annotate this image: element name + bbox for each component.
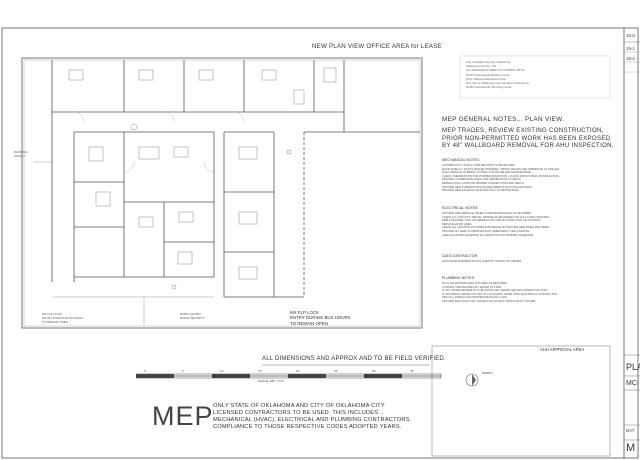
section-line: SERVICE ENTRY AREA. (442, 222, 473, 226)
scale-tick: 5' (182, 369, 185, 373)
data-contractor-notes: DATA CONTRACTOR: DATA/TELECOMMUNICATIONS… (442, 254, 618, 264)
exit-label-line: MX FLP LOCK (290, 310, 319, 315)
electrical-notes: ELECTRICAL NOTES: PROVIDE NEW SERVICE, P… (442, 206, 618, 237)
exit-label: MX FLP LOCK ENTRY DURING BUS HOURS TO RE… (290, 310, 351, 326)
section-title: ELECTRICAL NOTES: (442, 206, 479, 210)
plan-bottom-left-line: MX FLP LOCK (42, 312, 62, 316)
legend-line: ALL DRAWINGS NEED TO COMPLY WITH: (466, 68, 526, 73)
section-line: IF PROVIDING WATER CUT-OFF AT LOCATIONS,… (442, 292, 558, 296)
scale-tick: 30' (372, 369, 376, 373)
plan-left-label: PARKING ZONE 2 (14, 150, 27, 158)
license-notes: ONLY STATE OF OKLAHOMA AND CITY OF OKLAH… (213, 403, 433, 431)
title-block-item: MCI (626, 380, 639, 387)
license-line: ONLY STATE OF OKLAHOMA AND CITY OF OKLAH… (213, 403, 385, 409)
legend-line: 2018 International Plumbing Code (466, 85, 512, 90)
section-line: CHECK THERMOSTATS FOR PROPER OPERATION, … (442, 174, 560, 178)
title-block-item: 10-0 (626, 33, 635, 38)
notes-body-line: BY 48" WALLBOARD REMOVAL FOR AHU INSPECT… (442, 142, 614, 150)
plumbing-notes: PLUMBING NOTES: PLUG OR PROVIDE NEW FIXT… (442, 276, 618, 304)
title-block-item: M (626, 442, 636, 454)
plan-left-label-line: ZONE 2 (14, 154, 25, 158)
title-block-item: 15-2 (626, 56, 635, 61)
section-line: REVIEW HVAC LOAD FOR PROPER CONNECTIONS … (442, 181, 525, 185)
title-block-item: PLA (626, 362, 640, 372)
section-line: PLUG OR PROVIDE NEW FIXTURES AS REQUIRED… (442, 282, 508, 285)
section-line: PROVIDE ALL NEW ILLUMINATED EXIT, EMERGE… (442, 229, 531, 233)
code-reference-legend: City of Oklahoma City, Oklahoma Oklahoma… (466, 60, 608, 89)
section-line: CHECK EXISTING EXTERIOR ILLUMINATION FOR… (442, 233, 534, 237)
section-line: CHECK ALL CIRCUITS, REPAIR, REWIRE AS RE… (442, 215, 550, 219)
legend-line: and City of Oklahoma City Adopted Ordina… (466, 81, 529, 86)
plan-bottom-mid-line: DOOR SECURITY (180, 316, 206, 320)
license-line: MECHANICAL (HVAC), ELECTRICAL AND PLUMBI… (213, 417, 412, 423)
plan-bottom-left-line: ENTRY DURING BUS HOURS (42, 316, 84, 320)
scale-tick: 15' (258, 369, 262, 373)
ahu-approval-label: AHU APPROVAL AREA (540, 347, 585, 352)
floor-plan (21, 57, 423, 329)
section-line: PROVIDE NEW SERVICE, PANELS AND RECEPTAC… (442, 212, 532, 215)
mep-general-notes: MEP GENERAL NOTES... PLAN VIEW. MEP TRAD… (442, 116, 618, 150)
license-line: LICENSED CONTRACTORS TO BE USED. THIS IN… (213, 410, 384, 416)
notes-body-line: MEP TRADES, REVIEW EXISTING CONSTRUCTION… (442, 127, 604, 134)
scale-tick: 0' (144, 369, 147, 373)
section-title: DATA CONTRACTOR: (442, 254, 479, 258)
sheet-title: NEW PLAN VIEW OFFICE AREA for LEASE (312, 43, 442, 50)
title-block: 10-0 15-1 15-2 PLA MCI DAT M (624, 28, 640, 460)
mep-heading: MEP (152, 401, 214, 431)
plan-bottom-left-label: MX FLP LOCK ENTRY DURING BUS HOURS TO RE… (42, 312, 83, 324)
dimensions-note: ALL DIMENSIONS AND APPROX AND TO BE FIEL… (262, 356, 446, 362)
section-line: PROVIDE MAIN SHUT-OFF VALVES FOR ACCESS,… (442, 299, 537, 303)
plan-bottom-mid-line: FAMILY ENTRY (180, 312, 202, 316)
plan-left-label-line: PARKING (14, 150, 28, 154)
legend-line: 2018 International Building Code (466, 72, 510, 77)
section-line: PROVIDE CONDENSATE LINES FOR TERMINATION… (442, 178, 522, 182)
section-line: IF ANY WATER HEATER IS TO BE INSTALLED, … (442, 289, 549, 293)
notes-heading: MEP GENERAL NOTES... PLAN VIEW. (442, 116, 565, 123)
section-line: CHECK ALL LIGHTING FIXTURES FOR REUSE OR… (442, 226, 550, 230)
section-line: DATA/TELECOMMUNICATIONS LINES BY TENANT … (442, 260, 522, 263)
scale-tick: 10' (220, 369, 224, 373)
section-line: PROVIDE NEW EXHAUST FANS AND DUCT AT RES… (442, 189, 520, 193)
mechanical-notes: MECHANICAL NOTES: CONFIRM DUCT SUPPLY AN… (442, 158, 618, 193)
plan-bottom-left-line: TO REMAIN OPEN (42, 320, 68, 324)
section-line: CONFIRM DUCT SUPPLY AND RETURNS TO BE RE… (442, 164, 516, 167)
license-line: COMPLIANCE TO THOSE RESPECTIVE CODES ADO… (213, 424, 402, 430)
section-line: MAKE SURE ALL DUCTS SEALED PROPERLY ABOV… (442, 167, 560, 171)
notes-body-line: PRIOR NON-PERMITTED WORK HAS BEEN EXPOSE… (442, 134, 611, 142)
north-label: NORTH (482, 371, 493, 375)
exit-label-line: TO REMAIN OPEN (290, 320, 328, 326)
north-arrow-icon (465, 373, 479, 387)
legend-line: 2017 National Electrical Code (466, 76, 506, 81)
section-title: PLUMBING NOTES: (442, 276, 476, 280)
section-line: PROVIDE NEW THERMOSTATS AS REQUIRED AT E… (442, 185, 533, 189)
section-title: MECHANICAL NOTES: (442, 158, 480, 162)
title-block-item: DAT (626, 428, 635, 433)
scale-tick: 20' (296, 369, 300, 373)
plan-bottom-mid-label: FAMILY ENTRY DOOR SECURITY (180, 312, 205, 320)
scale-tick: 25' (334, 369, 338, 373)
legend-line: City of Oklahoma City, Oklahoma (466, 60, 511, 64)
section-line: REPLACE PANEL ONLY AS NEEDED FOR CIRCUIT… (442, 219, 541, 223)
section-line: HVAC SERVICE TO BRING TO SPEC FOR REUSE … (442, 171, 532, 175)
exit-label-line: ENTRY DURING BUS HOURS (290, 315, 351, 321)
section-line: CONFIRM THE PROPER HOT WATER SYSTEM. (442, 285, 502, 289)
section-line: TEST ALL DRAINS FOR PROPER DRAINAGE FLOW… (442, 296, 508, 300)
scale-label: SCALE: 1/8" = 1'-0" (258, 379, 285, 383)
legend-line: Oklahoma County, OK (466, 64, 496, 69)
scale-bar (136, 373, 442, 379)
scale-tick: 35' (410, 369, 414, 373)
title-block-item: 15-1 (626, 46, 635, 51)
